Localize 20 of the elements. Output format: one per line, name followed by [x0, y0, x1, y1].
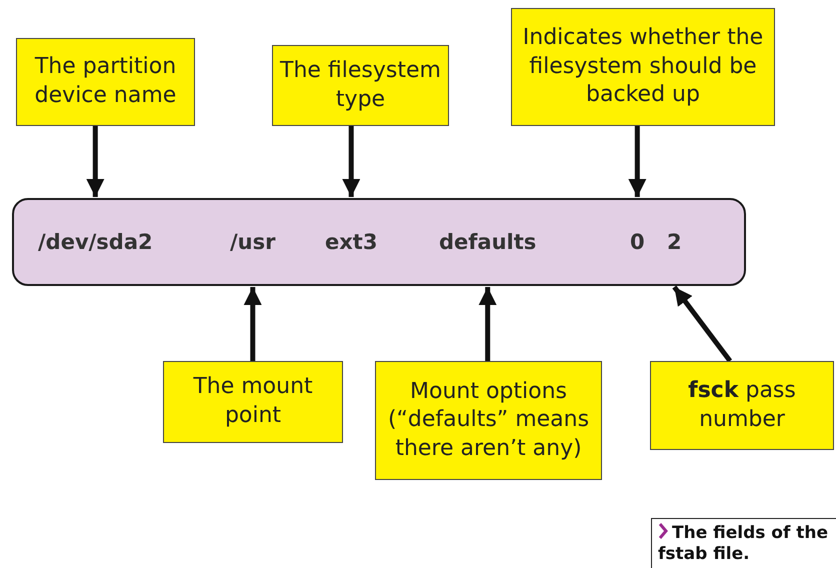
callout-box: Indicates whether the filesystem should be backed up	[511, 8, 775, 126]
arrow	[342, 126, 360, 197]
callout-box: fsck pass number	[650, 361, 834, 450]
field-value: /dev/sda2	[38, 200, 153, 284]
callout-box: The mount point	[163, 361, 343, 443]
fstab-line-panel	[12, 198, 746, 286]
arrow	[86, 126, 104, 197]
callout-box: The partition device name	[16, 38, 195, 126]
field-value: 2	[667, 200, 682, 284]
arrow	[628, 126, 646, 197]
field-value: /usr	[230, 200, 276, 284]
arrow	[672, 286, 732, 362]
arrow	[244, 287, 262, 361]
field-value: 0	[630, 200, 645, 284]
arrow	[478, 287, 497, 361]
field-value: defaults	[439, 200, 536, 284]
figure-caption: The fields of the fstab file.	[658, 523, 828, 564]
callout-box: The filesystem type	[272, 45, 449, 126]
field-value: ext3	[325, 200, 378, 284]
callout-box: Mount options (“defaults” means there aren’t any)	[375, 361, 602, 480]
